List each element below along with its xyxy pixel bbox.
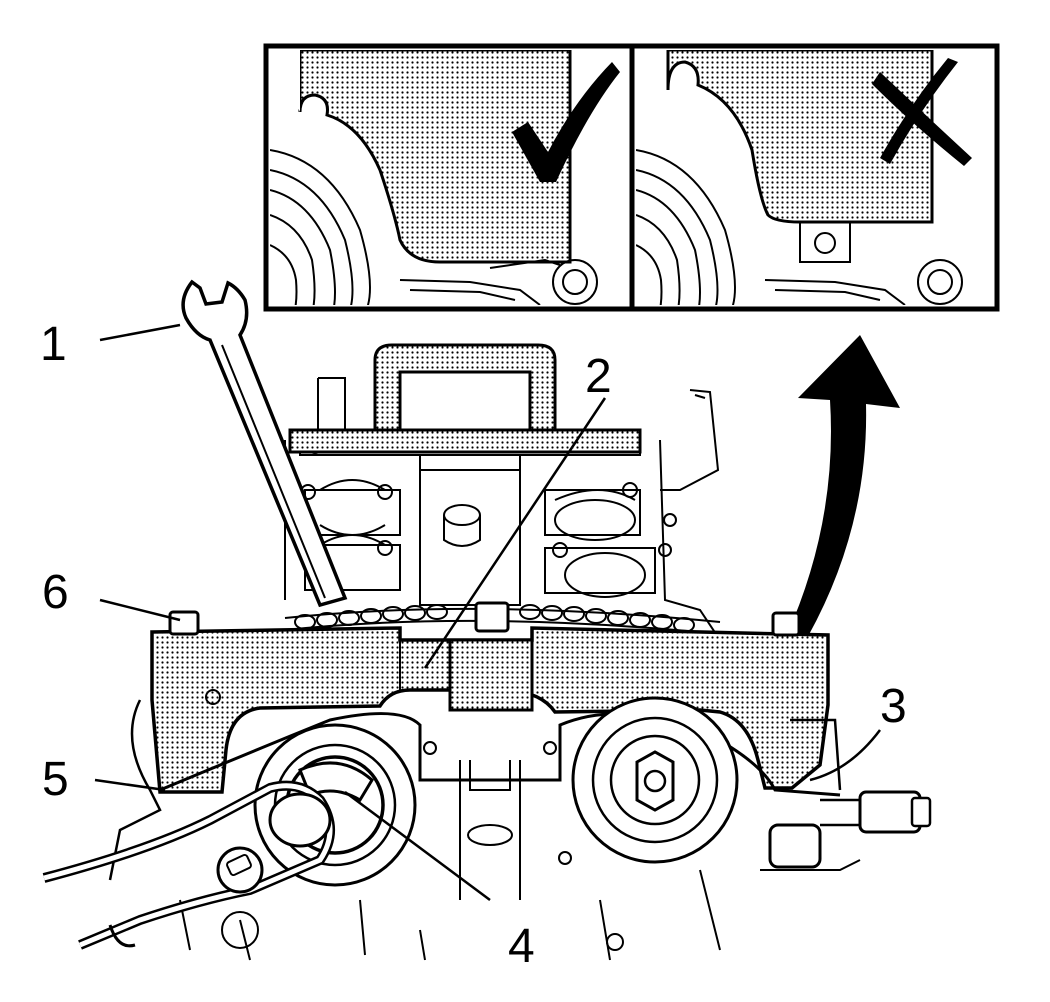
leader-line-4 bbox=[344, 790, 491, 902]
tool-plate-correct bbox=[298, 50, 572, 264]
callout-3: 3 bbox=[880, 680, 907, 733]
check-mark-icon bbox=[512, 62, 620, 182]
callout-labels: 1 2 3 4 5 6 bbox=[40, 318, 907, 973]
engine-head bbox=[284, 377, 721, 641]
x-mark-icon bbox=[880, 58, 958, 164]
open-end-wrench bbox=[181, 279, 348, 608]
camshaft-locking-tool bbox=[288, 343, 642, 454]
inset-panels bbox=[263, 43, 1000, 312]
leader-line-1 bbox=[99, 323, 181, 342]
ratchet-wrench bbox=[42, 755, 385, 950]
callout-6: 6 bbox=[42, 566, 69, 619]
callout-4: 4 bbox=[508, 920, 535, 973]
callout-5: 5 bbox=[42, 753, 69, 806]
inset-incorrect bbox=[636, 50, 972, 305]
leader-line-5 bbox=[94, 778, 166, 792]
crankshaft-locking-tool bbox=[150, 601, 830, 794]
callout-1: 1 bbox=[40, 318, 67, 371]
leader-line-3 bbox=[809, 729, 881, 782]
timing-chain bbox=[294, 604, 695, 633]
direction-arrow-icon bbox=[748, 335, 900, 714]
leader-line-6 bbox=[99, 598, 181, 622]
tool-plate-incorrect bbox=[666, 50, 934, 224]
leader-line-2 bbox=[423, 397, 607, 669]
x-mark-stroke-a bbox=[872, 72, 972, 166]
inset-correct bbox=[270, 50, 620, 305]
callout-2: 2 bbox=[585, 350, 612, 403]
leader-lines bbox=[94, 323, 881, 902]
